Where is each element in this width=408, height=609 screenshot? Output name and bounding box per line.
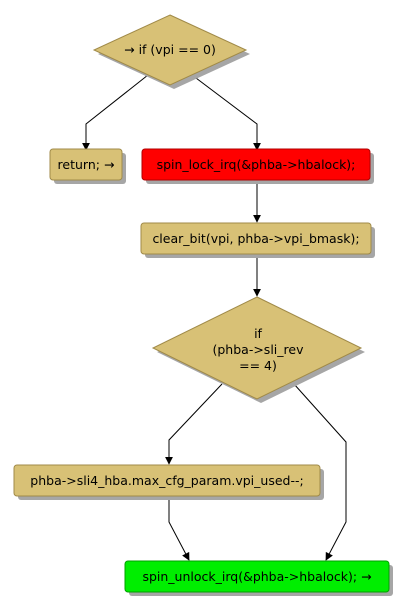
clear-bit-node: clear_bit(vpi, phba->vpi_bmask); <box>140 222 375 258</box>
clear-bit-node-shape <box>140 222 372 255</box>
edge-if-to-return <box>82 74 149 151</box>
spin-lock-node-label: spin_lock_irq(&phba->hbalock); <box>157 157 356 172</box>
return-node-label: return; → <box>58 157 115 172</box>
decision-sli-rev-shape <box>151 296 363 400</box>
decision-vpi-zero: → if (vpi == 0) <box>92 14 250 89</box>
spin-unlock-node: spin_unlock_irq(&phba->hbalock); → <box>124 560 393 596</box>
vpi-used-node-shape <box>13 464 321 497</box>
edge-vpi-used-to-spin-unlock <box>168 496 190 561</box>
decision-vpi-zero-label: → if (vpi == 0) <box>124 42 216 57</box>
decision-sli-rev: if (phba->sli_rev == 4) <box>151 296 365 403</box>
spin-unlock-node-label: spin_unlock_irq(&phba->hbalock); → <box>142 569 371 584</box>
edge-sli-decision-to-spin-unlock <box>293 383 347 561</box>
spin-lock-node-shape <box>141 148 371 181</box>
edges <box>82 74 347 561</box>
decision-sli-rev-line-1: if <box>254 326 262 341</box>
decision-sli-rev-line-2: (phba->sli_rev <box>213 342 305 357</box>
clear-bit-node-label: clear_bit(vpi, phba->vpi_bmask); <box>152 231 359 246</box>
return-node-shape <box>49 148 123 181</box>
spin-unlock-node-shape <box>124 560 390 593</box>
spin-lock-node: spin_lock_irq(&phba->hbalock); <box>141 148 374 184</box>
edge-sli-decision-to-vpi-used <box>165 383 223 465</box>
vpi-used-node: phba->sli4_hba.max_cfg_param.vpi_used--; <box>13 464 324 500</box>
decision-sli-rev-line-3: == 4) <box>239 358 277 373</box>
vpi-used-node-label: phba->sli4_hba.max_cfg_param.vpi_used--; <box>30 473 303 488</box>
edge-if-to-spin-lock <box>191 74 261 151</box>
decision-vpi-zero-shape <box>92 14 248 86</box>
return-node: return; → <box>49 148 126 184</box>
